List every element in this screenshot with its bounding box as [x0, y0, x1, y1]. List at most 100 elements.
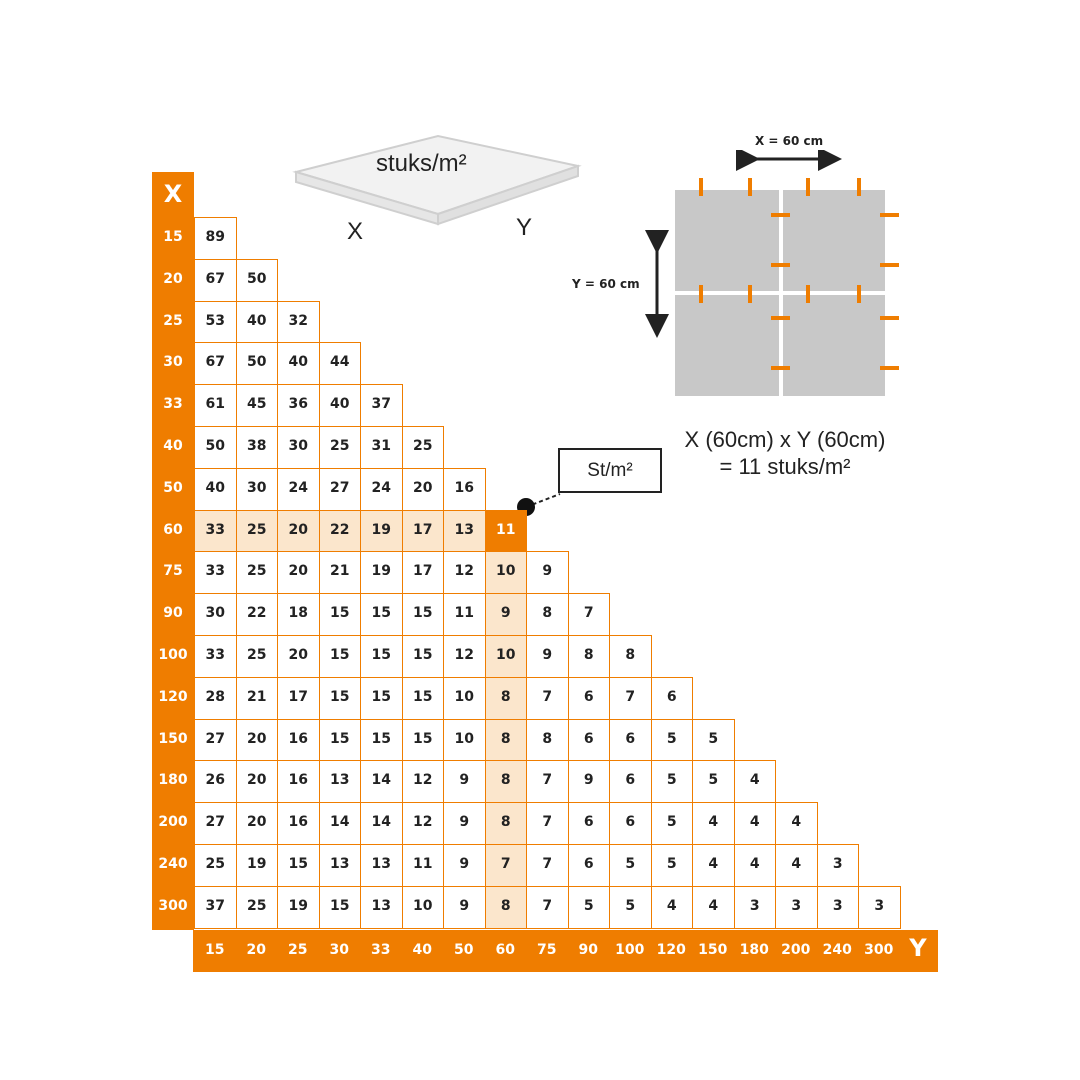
table-cell: 14	[360, 802, 403, 845]
table-cell: 15	[401, 593, 444, 636]
table-cell: 10	[401, 885, 444, 929]
table-cell: 18	[277, 593, 320, 636]
tile-layout-illustration	[645, 150, 899, 396]
table-cell: 89	[194, 217, 237, 260]
tile-edge-y-label: Y	[516, 214, 533, 241]
table-cell: 3	[816, 844, 859, 887]
table-cell: 25	[401, 426, 444, 469]
table-cell: 8	[567, 635, 610, 678]
table-cell: 20	[277, 551, 320, 595]
table-cell: 25	[235, 509, 278, 553]
table-cell: 32	[277, 300, 320, 344]
table-cell: 50	[235, 342, 278, 386]
table-cell: 17	[401, 551, 444, 595]
y-axis-tick: 75	[537, 942, 557, 958]
table-cell: 9	[443, 760, 486, 804]
x-axis-tick: 20	[163, 270, 183, 287]
table-cell: 7	[526, 760, 569, 804]
table-cell: 30	[277, 426, 320, 469]
x-axis-tick: 150	[158, 730, 188, 747]
table-cell: 10	[484, 635, 527, 678]
table-cell: 4	[692, 802, 735, 845]
table-cell: 13	[360, 844, 403, 887]
table-cell: 40	[277, 342, 320, 386]
table-cell: 28	[194, 676, 237, 720]
example-line-2: = 11 stuks/m²	[719, 454, 851, 479]
y-axis-tick: 25	[288, 942, 308, 958]
table-cell: 7	[484, 844, 527, 887]
table-cell: 9	[567, 760, 610, 804]
table-cell: 15	[318, 676, 361, 720]
table-cell: 7	[526, 802, 569, 845]
table-cell: 67	[194, 258, 237, 302]
table-cell: 30	[235, 467, 278, 511]
table-cell: 8	[526, 593, 569, 636]
y-axis-tick: 50	[454, 942, 474, 958]
table-cell: 36	[277, 384, 320, 427]
table-cell: 3	[816, 885, 859, 929]
table-cell: 16	[277, 718, 320, 762]
table-cell: 21	[235, 676, 278, 720]
table-cell: 25	[235, 551, 278, 595]
x-axis-tick: 50	[163, 479, 183, 496]
table-cell: 19	[360, 551, 403, 595]
table-cell: 15	[318, 635, 361, 678]
table-cell: 15	[318, 593, 361, 636]
table-cell: 3	[733, 885, 776, 929]
y-axis-tick: 150	[698, 942, 728, 958]
table-cell: 5	[650, 802, 693, 845]
x-axis-tick: 120	[158, 688, 188, 705]
table-cell: 20	[277, 509, 320, 553]
table-cell: 15	[401, 718, 444, 762]
x-axis-tick: 200	[158, 814, 188, 831]
table-cell: 15	[360, 718, 403, 762]
table-cell: 20	[235, 802, 278, 845]
table-cell: 33	[194, 551, 237, 595]
table-cell: 25	[194, 844, 237, 887]
table-cell: 25	[235, 885, 278, 929]
table-cell: 7	[526, 676, 569, 720]
table-cell: 9	[526, 635, 569, 678]
table-cell: 40	[318, 384, 361, 427]
table-cell: 8	[609, 635, 652, 678]
x-axis-tick: 240	[158, 856, 188, 872]
y-axis-tick: 40	[412, 942, 432, 958]
table-cell: 20	[277, 635, 320, 678]
x-axis-tick: 180	[158, 772, 188, 789]
x-axis-tick: 40	[163, 438, 183, 454]
table-cell: 40	[194, 467, 237, 511]
table-cell: 13	[443, 509, 486, 553]
table-cell: 20	[401, 467, 444, 511]
table-cell: 20	[235, 718, 278, 762]
table-cell: 4	[733, 844, 776, 887]
table-cell: 11	[443, 593, 486, 636]
table-cell: 4	[733, 760, 776, 804]
table-cell: 19	[277, 885, 320, 929]
table-cell: 4	[650, 885, 693, 929]
table-cell: 3	[775, 885, 818, 929]
table-cell: 7	[567, 593, 610, 636]
table-cell: 9	[484, 593, 527, 636]
table-cell: 22	[235, 593, 278, 636]
x-axis-tick: 30	[163, 354, 183, 371]
table-cell: 16	[277, 802, 320, 845]
table-cell: 6	[567, 802, 610, 845]
y-dimension-label: Y = 60 cm	[572, 277, 640, 291]
table-cell: 6	[609, 802, 652, 845]
table-cell: 38	[235, 426, 278, 469]
table-cell: 5	[692, 760, 735, 804]
table-cell: 15	[401, 635, 444, 678]
table-cell: 50	[194, 426, 237, 469]
table-cell: 7	[609, 676, 652, 720]
x-axis-tick: 15	[163, 229, 183, 245]
table-cell: 10	[443, 676, 486, 720]
table-cell: 16	[277, 760, 320, 804]
x-axis-tick: 33	[163, 396, 183, 413]
x-axis-tick: 60	[163, 521, 183, 538]
table-cell: 12	[443, 551, 486, 595]
y-axis-tick: 90	[578, 942, 598, 958]
table-cell: 4	[775, 844, 818, 887]
table-cell: 19	[235, 844, 278, 887]
table-cell: 17	[401, 509, 444, 553]
y-axis-tick: 100	[615, 942, 645, 958]
